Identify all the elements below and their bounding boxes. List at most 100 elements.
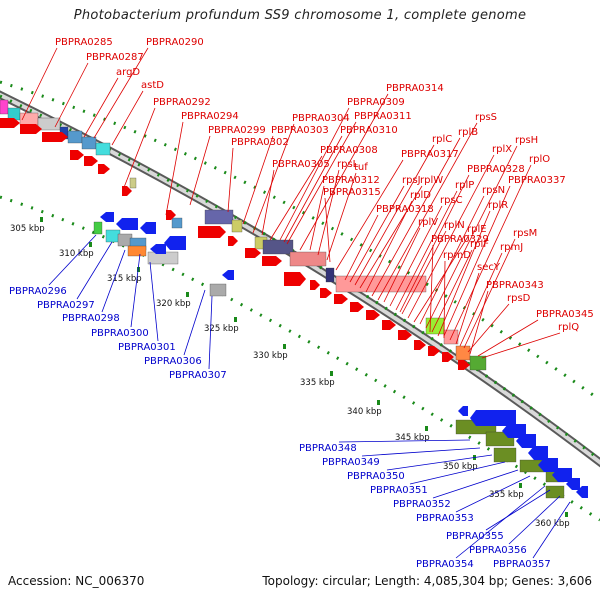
reverse-gene-arrow bbox=[116, 218, 138, 230]
forward-gene-box bbox=[0, 99, 9, 115]
forward-gene-box bbox=[325, 267, 335, 283]
forward-gene-arrow bbox=[428, 346, 440, 356]
forward-gene-label: PBPRA0299 bbox=[208, 125, 266, 136]
forward-gene-box bbox=[204, 209, 234, 225]
forward-callout-line bbox=[279, 107, 350, 241]
forward-gene-label: rplF bbox=[470, 239, 489, 250]
forward-gene-arrow bbox=[398, 330, 412, 340]
forward-callout-line bbox=[299, 93, 389, 251]
accession-label: Accession: NC_006370 bbox=[8, 574, 145, 588]
reverse-gene-label: PBPRA0306 bbox=[144, 356, 202, 367]
forward-gene-box bbox=[262, 239, 294, 255]
reverse-gene-arrow bbox=[164, 236, 186, 250]
reverse-callout-line bbox=[101, 249, 126, 313]
reverse-gene-label: PBPRA0356 bbox=[469, 545, 527, 556]
gene-features bbox=[0, 99, 588, 499]
forward-callout-line bbox=[261, 169, 275, 236]
reverse-gene-label: PBPRA0350 bbox=[347, 471, 405, 482]
forward-gene-label: rpsJ bbox=[402, 175, 421, 186]
forward-gene-label: rplP bbox=[455, 180, 474, 191]
forward-callout-line bbox=[431, 249, 473, 333]
forward-callout-line bbox=[389, 205, 443, 307]
reverse-callout-line bbox=[409, 461, 506, 485]
kbp-tick-label: 330 kbp bbox=[253, 351, 288, 361]
forward-gene-label: tuf bbox=[354, 162, 368, 173]
kbp-tick-label: 345 kbp bbox=[395, 433, 430, 443]
reverse-gene-box bbox=[209, 283, 227, 297]
reverse-callout-line bbox=[485, 489, 551, 531]
kbp-tick-label: 360 kbp bbox=[535, 519, 570, 529]
reverse-callout-line bbox=[386, 454, 493, 471]
kbp-tick-mark bbox=[186, 292, 189, 297]
forward-callout-line bbox=[344, 214, 379, 281]
forward-gene-label: rpsH bbox=[515, 135, 538, 146]
reverse-gene-arrow bbox=[528, 446, 548, 460]
forward-gene-label: rpsM bbox=[513, 228, 537, 239]
reverse-gene-arrow bbox=[552, 468, 572, 482]
forward-gene-label: PBPRA0287 bbox=[86, 52, 144, 63]
kbp-tick-label: 335 kbp bbox=[300, 378, 335, 388]
forward-callout-line bbox=[449, 164, 532, 341]
reverse-callout-line bbox=[508, 495, 561, 545]
reverse-gene-arrow bbox=[100, 212, 114, 222]
forward-callout-line bbox=[371, 137, 461, 297]
forward-gene-label: PBPRA0310 bbox=[340, 125, 398, 136]
forward-gene-arrow bbox=[228, 236, 238, 246]
forward-callout-line bbox=[227, 147, 234, 213]
forward-callout-line bbox=[395, 190, 458, 311]
map-title: Photobacterium profundum SS9 chromosome … bbox=[73, 8, 527, 23]
kbp-tick-mark bbox=[89, 242, 92, 247]
reverse-callout-line bbox=[455, 475, 531, 513]
forward-gene-label: astD bbox=[141, 80, 164, 91]
forward-gene-label: PBPRA0312 bbox=[322, 175, 380, 186]
forward-gene-label: rpsS bbox=[475, 112, 497, 123]
reverse-gene-label: PBPRA0300 bbox=[91, 328, 149, 339]
kbp-tick-mark bbox=[234, 317, 237, 322]
reverse-gene-arrow bbox=[566, 478, 580, 490]
forward-gene-box bbox=[469, 355, 487, 371]
forward-callout-line bbox=[354, 144, 435, 286]
forward-gene-box bbox=[455, 345, 471, 361]
forward-gene-label: PBPRA0294 bbox=[181, 111, 239, 122]
reverse-gene-box bbox=[493, 447, 517, 463]
kbp-tick-label: 340 kbp bbox=[347, 407, 382, 417]
forward-gene-label: rplE bbox=[467, 224, 487, 235]
forward-gene-label: PBPRA0318 bbox=[376, 204, 434, 215]
forward-gene-label: PBPRA0285 bbox=[55, 37, 113, 48]
reverse-callout-line bbox=[532, 501, 571, 559]
forward-gene-label: rplC bbox=[432, 134, 452, 145]
forward-gene-arrow bbox=[166, 210, 176, 220]
reverse-gene-label: PBPRA0348 bbox=[299, 443, 357, 454]
reverse-gene-arrow bbox=[458, 406, 468, 416]
forward-gene-label: rplW bbox=[420, 175, 443, 186]
reverse-callout-line bbox=[338, 439, 471, 443]
forward-callout-line bbox=[429, 244, 434, 333]
forward-gene-label: argD bbox=[116, 67, 140, 78]
forward-gene-label: PBPRA0302 bbox=[231, 137, 289, 148]
reverse-gene-arrow bbox=[502, 424, 526, 438]
forward-callout-line bbox=[54, 62, 89, 128]
forward-callout-line bbox=[283, 135, 343, 243]
forward-callout-line bbox=[401, 230, 447, 315]
forward-gene-label: rplR bbox=[488, 200, 508, 211]
reverse-gene-label: PBPRA0296 bbox=[9, 286, 67, 297]
reverse-gene-label: PBPRA0307 bbox=[169, 370, 227, 381]
reverse-gene-label: PBPRA0353 bbox=[416, 513, 474, 524]
forward-gene-arrow bbox=[458, 360, 470, 370]
kbp-tick-mark bbox=[377, 400, 380, 405]
forward-callout-line bbox=[359, 185, 423, 289]
forward-callout-line bbox=[189, 135, 211, 206]
forward-gene-arrow bbox=[122, 186, 132, 196]
forward-callout-line bbox=[365, 200, 413, 293]
reverse-callout-line bbox=[183, 289, 206, 356]
forward-callout-line bbox=[324, 197, 331, 263]
forward-gene-label: rpmD bbox=[443, 250, 471, 261]
forward-gene-arrow bbox=[284, 272, 306, 286]
kbp-tick-label: 315 kbp bbox=[107, 274, 142, 284]
reverse-gene-label: PBPRA0355 bbox=[446, 531, 504, 542]
forward-gene-arrow bbox=[320, 288, 332, 298]
forward-gene-arrow bbox=[366, 310, 380, 320]
reverse-gene-label: PBPRA0349 bbox=[322, 457, 380, 468]
